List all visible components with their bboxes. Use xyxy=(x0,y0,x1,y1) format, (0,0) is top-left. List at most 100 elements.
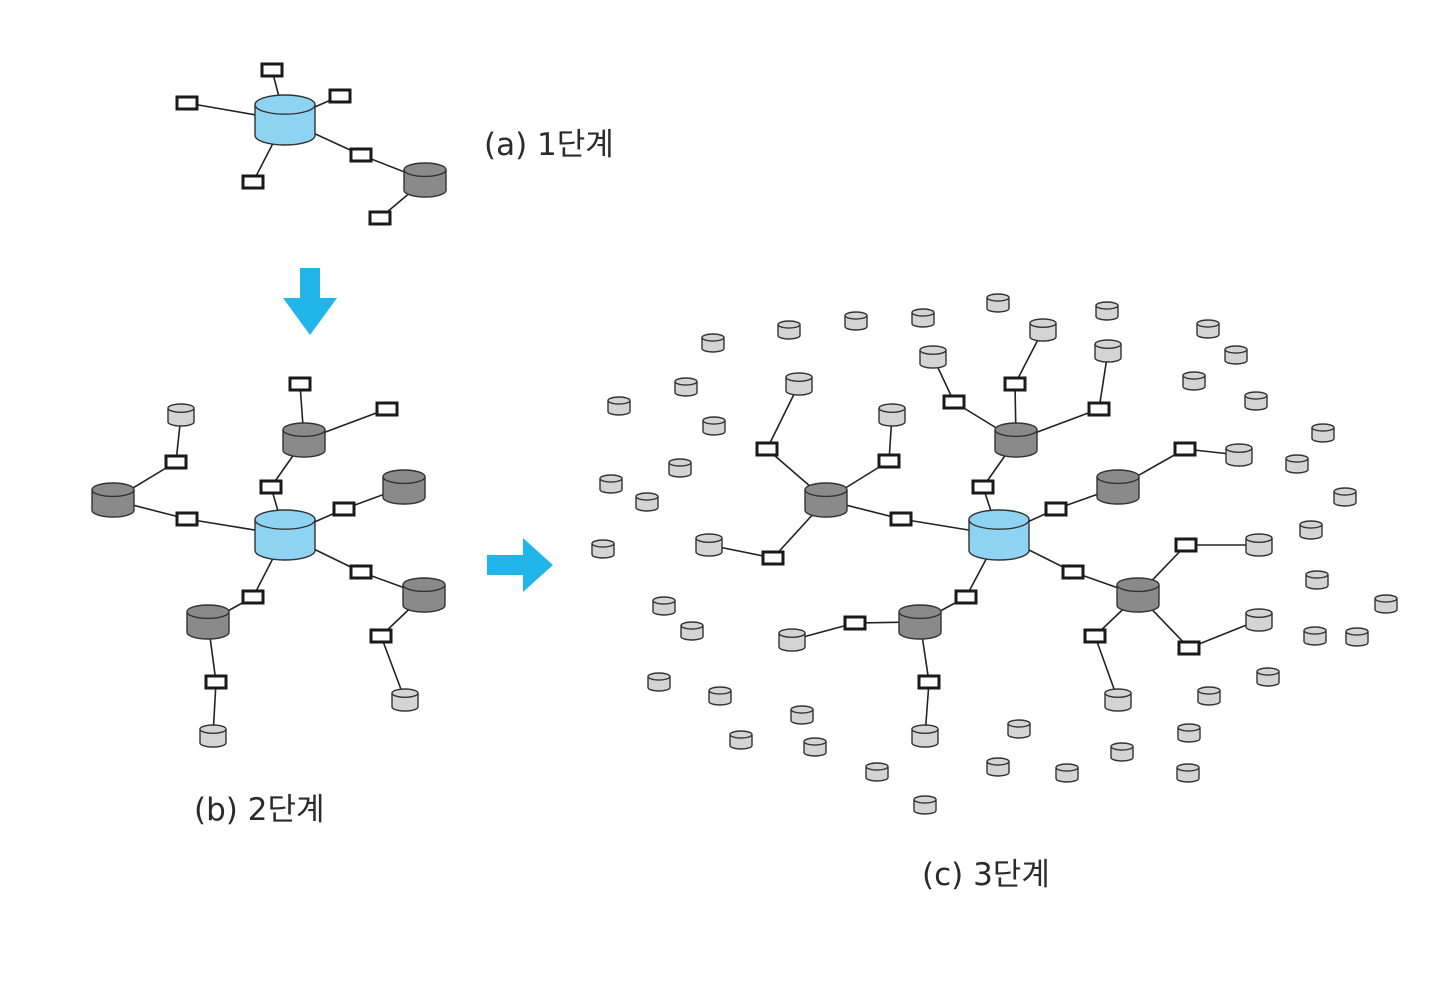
terminal-rectangle-icon xyxy=(755,441,779,457)
peripheral-database-icon xyxy=(635,492,659,512)
terminal-rectangle-icon xyxy=(175,95,199,111)
terminal-rectangle-icon xyxy=(241,174,265,190)
caption-stage-b: (b) 2단계 xyxy=(194,792,324,828)
hub-database-icon xyxy=(968,509,1030,561)
caption-stage-c: (c) 3단계 xyxy=(922,857,1050,893)
terminal-rectangle-icon xyxy=(1174,537,1198,553)
peripheral-database-icon xyxy=(913,795,937,815)
terminal-rectangle-icon xyxy=(204,674,228,690)
peripheral-database-icon xyxy=(1110,742,1134,762)
peripheral-database-icon xyxy=(1299,520,1323,540)
peripheral-database-icon xyxy=(785,372,813,396)
secondary-database-icon xyxy=(1096,469,1140,505)
peripheral-database-icon xyxy=(652,596,676,616)
peripheral-database-icon xyxy=(1311,423,1335,443)
terminal-rectangle-icon xyxy=(175,511,199,527)
peripheral-database-icon xyxy=(911,308,935,328)
terminal-rectangle-icon xyxy=(1003,376,1027,392)
peripheral-database-icon xyxy=(778,628,806,652)
peripheral-database-icon xyxy=(986,293,1010,313)
peripheral-database-icon xyxy=(1256,667,1280,687)
peripheral-database-icon xyxy=(1225,443,1253,467)
peripheral-database-icon xyxy=(391,688,419,712)
terminal-rectangle-icon xyxy=(349,564,373,580)
peripheral-database-icon xyxy=(790,705,814,725)
terminal-rectangle-icon xyxy=(164,454,188,470)
peripheral-database-icon xyxy=(1197,686,1221,706)
peripheral-database-icon xyxy=(1333,487,1357,507)
peripheral-database-icon xyxy=(1176,763,1200,783)
terminal-rectangle-icon xyxy=(971,479,995,495)
peripheral-database-icon xyxy=(986,757,1010,777)
terminal-rectangle-icon xyxy=(1173,441,1197,457)
peripheral-database-icon xyxy=(919,345,947,369)
peripheral-database-icon xyxy=(1245,533,1273,557)
peripheral-database-icon xyxy=(803,737,827,757)
hub-database-icon xyxy=(254,94,316,146)
peripheral-database-icon xyxy=(591,539,615,559)
peripheral-database-icon xyxy=(607,396,631,416)
terminal-rectangle-icon xyxy=(288,376,312,392)
terminal-rectangle-icon xyxy=(1083,628,1107,644)
terminal-rectangle-icon xyxy=(1087,401,1111,417)
hub-database-icon xyxy=(254,509,316,561)
peripheral-database-icon xyxy=(1285,454,1309,474)
secondary-database-icon xyxy=(402,577,446,613)
terminal-rectangle-icon xyxy=(954,589,978,605)
terminal-rectangle-icon xyxy=(843,615,867,631)
peripheral-database-icon xyxy=(911,724,939,748)
peripheral-database-icon xyxy=(1055,763,1079,783)
terminal-rectangle-icon xyxy=(368,210,392,226)
secondary-database-icon xyxy=(1116,577,1160,613)
peripheral-database-icon xyxy=(701,333,725,353)
peripheral-database-icon xyxy=(878,403,906,427)
arrow-right-icon xyxy=(487,538,553,592)
peripheral-database-icon xyxy=(1305,570,1329,590)
peripheral-database-icon xyxy=(702,416,726,436)
peripheral-database-icon xyxy=(1196,319,1220,339)
terminal-rectangle-icon xyxy=(877,453,901,469)
terminal-rectangle-icon xyxy=(259,479,283,495)
arrow-down-icon xyxy=(283,268,337,335)
terminal-rectangle-icon xyxy=(349,147,373,163)
peripheral-database-icon xyxy=(1303,626,1327,646)
peripheral-database-icon xyxy=(1029,318,1057,342)
secondary-database-icon xyxy=(804,482,848,518)
peripheral-database-icon xyxy=(865,762,889,782)
terminal-rectangle-icon xyxy=(1061,564,1085,580)
secondary-database-icon xyxy=(994,422,1038,458)
terminal-rectangle-icon xyxy=(942,394,966,410)
peripheral-database-icon xyxy=(199,724,227,748)
peripheral-database-icon xyxy=(695,533,723,557)
peripheral-database-icon xyxy=(674,377,698,397)
secondary-database-icon xyxy=(282,422,326,458)
terminal-rectangle-icon xyxy=(761,550,785,566)
secondary-database-icon xyxy=(898,604,942,640)
peripheral-database-icon xyxy=(668,458,692,478)
terminal-rectangle-icon xyxy=(1177,640,1201,656)
peripheral-database-icon xyxy=(1374,594,1398,614)
peripheral-database-icon xyxy=(647,672,671,692)
caption-stage-a: (a) 1단계 xyxy=(484,127,614,163)
peripheral-database-icon xyxy=(729,730,753,750)
peripheral-database-icon xyxy=(1104,688,1132,712)
peripheral-database-icon xyxy=(1182,371,1206,391)
terminal-rectangle-icon xyxy=(369,628,393,644)
peripheral-database-icon xyxy=(1094,339,1122,363)
terminal-rectangle-icon xyxy=(375,401,399,417)
peripheral-database-icon xyxy=(844,311,868,331)
terminal-rectangle-icon xyxy=(1044,501,1068,517)
peripheral-database-icon xyxy=(1007,719,1031,739)
peripheral-database-icon xyxy=(1244,391,1268,411)
peripheral-database-icon xyxy=(1224,345,1248,365)
peripheral-database-icon xyxy=(680,621,704,641)
peripheral-database-icon xyxy=(167,403,195,427)
terminal-rectangle-icon xyxy=(889,511,913,527)
peripheral-database-icon xyxy=(1345,627,1369,647)
secondary-database-icon xyxy=(403,162,447,198)
secondary-database-icon xyxy=(186,604,230,640)
peripheral-database-icon xyxy=(1177,723,1201,743)
terminal-rectangle-icon xyxy=(332,501,356,517)
